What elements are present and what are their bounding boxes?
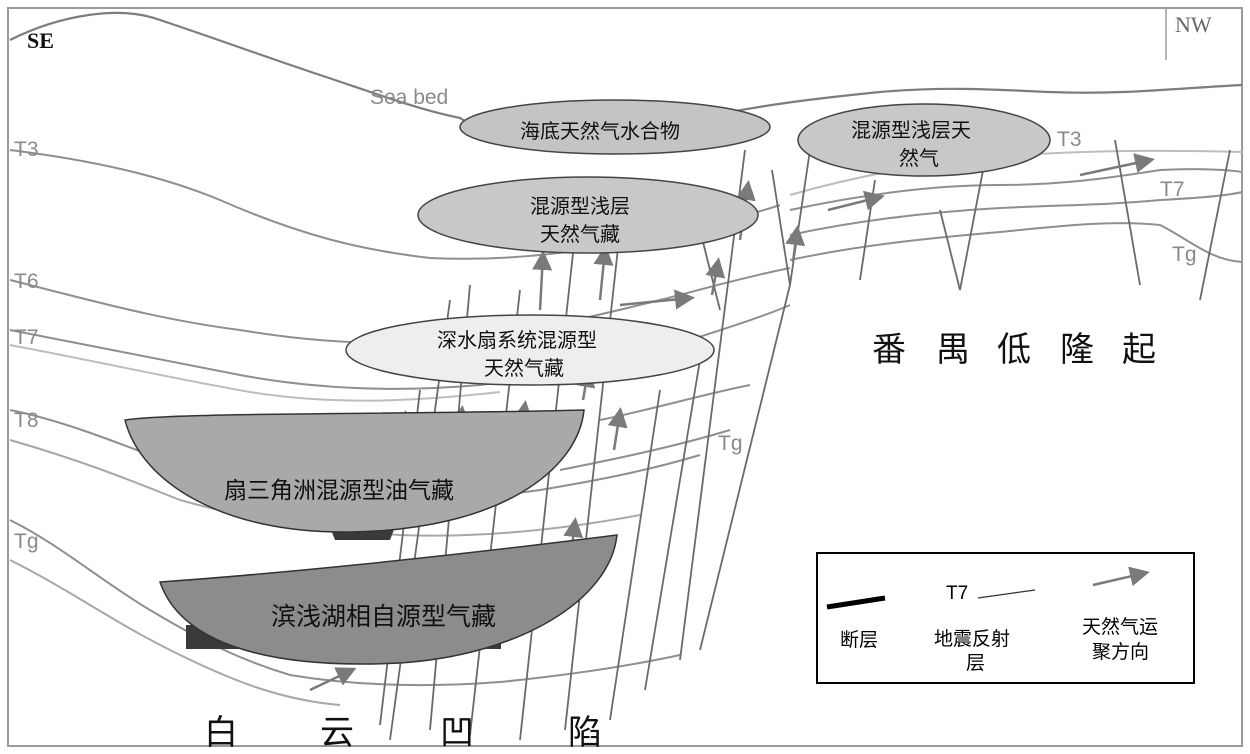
panyu-char-3: 低 — [997, 330, 1031, 370]
horizon-t8-label: T8 — [14, 409, 39, 432]
migration-arrow — [309, 667, 357, 692]
shallow-right-label-line2: 然气 — [899, 146, 939, 170]
panyu-char-5: 起 — [1122, 330, 1156, 370]
horizon-t7-label: T7 — [14, 326, 39, 349]
fault-line — [789, 149, 811, 286]
hydrate-label: 海底天然气水合物 — [520, 119, 680, 143]
horizon-tg-line — [9, 519, 681, 687]
right-tg-label: Tg — [1172, 243, 1197, 266]
seabed-label: Sea bed — [370, 86, 449, 109]
fault-line — [939, 209, 961, 291]
legend-migration-label-line2: 聚方向 — [1092, 641, 1150, 663]
right-t3-label: T3 — [1057, 128, 1082, 151]
panyu-char-1: 番 — [872, 330, 906, 370]
shallow-reservoir-left — [417, 176, 759, 254]
fault-line — [644, 359, 701, 691]
baiyun-char-1: 白 — [204, 713, 238, 753]
lacustrine-reservoir — [158, 534, 618, 665]
shallow-left-label-line1: 混源型浅层 — [530, 194, 630, 218]
right-t7b-line — [789, 191, 1243, 236]
panyu-char-2: 禺 — [936, 330, 970, 370]
compass-se: SE — [27, 28, 54, 53]
horizon-t6-label: T6 — [14, 270, 39, 293]
horizon-tg-label: Tg — [14, 530, 39, 553]
migration-arrow — [785, 225, 806, 263]
migration-arrow — [532, 250, 553, 311]
migration-arrow — [705, 257, 726, 296]
right-tg-line — [789, 222, 1243, 263]
shallow-reservoir-right — [797, 103, 1051, 177]
legend-horizon-symbol — [977, 589, 1036, 599]
legend-horizon-label-line2: 层 — [966, 652, 986, 674]
deepfan-reservoir — [345, 314, 715, 386]
right-t7-label: T7 — [1160, 178, 1185, 201]
legend-fault-symbol — [826, 595, 886, 610]
migration-arrow — [827, 190, 885, 212]
horizon-tg2-line — [9, 559, 341, 706]
horizon-t3-label: T3 — [14, 138, 39, 161]
fault-line — [959, 159, 986, 291]
deepfan-label-line1: 深水扇系统混源型 — [437, 328, 597, 352]
fault-line — [564, 229, 621, 731]
fault-line — [771, 169, 791, 286]
shallow-right-label-line1: 混源型浅层天 — [851, 118, 971, 142]
migration-arrow — [593, 245, 614, 301]
mid-tg-label: Tg — [718, 432, 743, 455]
lacustrine-label: 滨浅湖相自源型气藏 — [271, 602, 497, 631]
migration-arrow — [619, 289, 695, 310]
legend-fault-label: 断层 — [840, 629, 879, 651]
shallow-left-label-line2: 天然气藏 — [540, 222, 620, 246]
fault-line — [699, 284, 791, 651]
baiyun-char-2: 云 — [320, 713, 354, 753]
legend-migration-label-line1: 天然气运 — [1082, 616, 1159, 638]
hydrate-reservoir — [459, 99, 771, 155]
migration-arrow — [1079, 153, 1155, 177]
panyu-char-4: 隆 — [1060, 330, 1094, 370]
baiyun-char-3: 凹 — [440, 713, 474, 753]
fandelta-reservoir — [124, 409, 585, 533]
legend-arrow-symbol — [1092, 566, 1150, 587]
baiyun-char-4: 陷 — [568, 713, 602, 753]
legend-horizon-label-line1: 地震反射 — [934, 628, 1011, 650]
compass-nw: NW — [1175, 12, 1212, 37]
legend-horizon-symbol-label: T7 — [946, 583, 969, 604]
deepfan-label-line2: 天然气藏 — [484, 356, 564, 380]
migration-arrow — [607, 407, 628, 451]
fault-line — [1114, 139, 1141, 286]
fault-line — [609, 389, 661, 721]
fault-line — [1199, 149, 1231, 301]
fandelta-label: 扇三角洲混源型油气藏 — [224, 478, 454, 504]
